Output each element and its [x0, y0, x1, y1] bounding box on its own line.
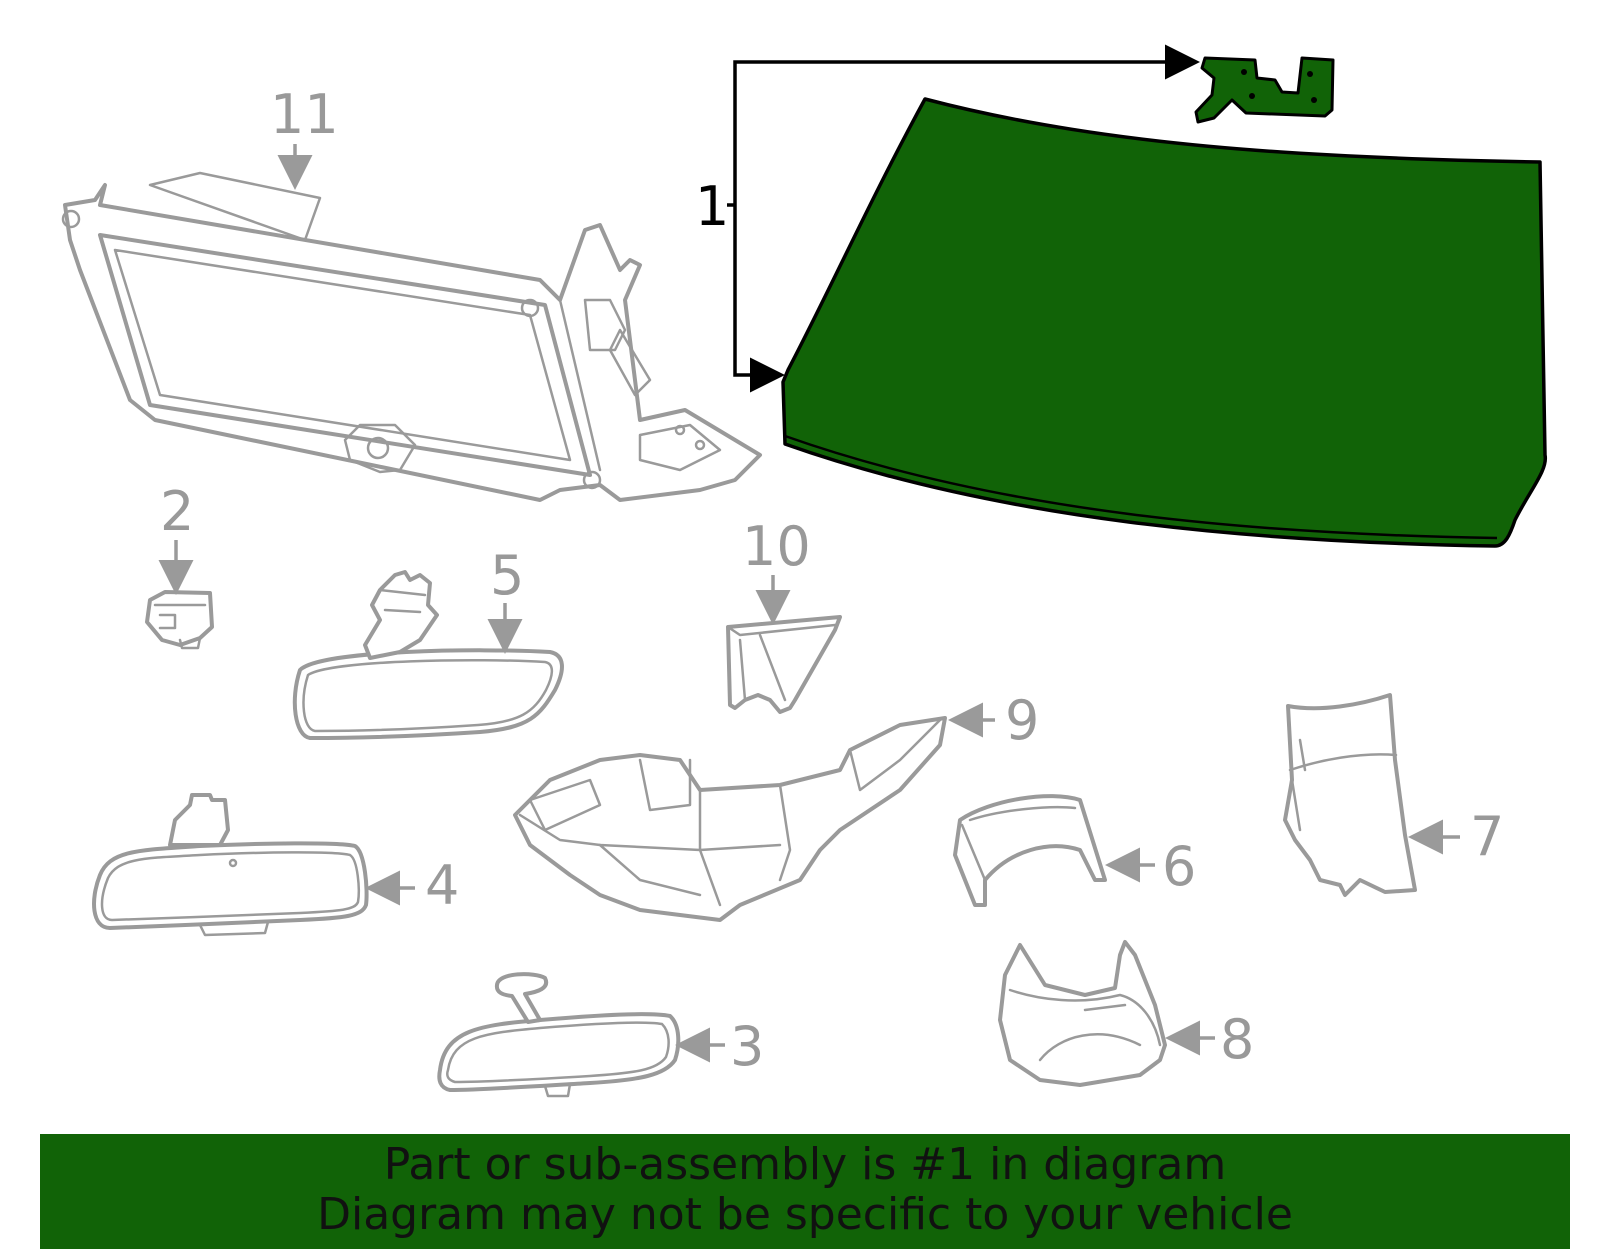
- cover-part-6[interactable]: [953, 794, 1107, 907]
- rearview-mirror-part-5[interactable]: [292, 570, 564, 740]
- windshield-bracket-part[interactable]: [1194, 56, 1335, 124]
- banner-line-2: Diagram may not be specific to your vehi…: [317, 1189, 1293, 1240]
- callout-3: 3: [730, 1015, 764, 1078]
- cover-part-9[interactable]: [513, 716, 947, 922]
- callout-2: 2: [160, 480, 194, 543]
- callout-5: 5: [490, 544, 524, 607]
- sensor-part-2[interactable]: [145, 590, 214, 650]
- camera-module-part-11[interactable]: [61, 171, 762, 502]
- callout-7: 7: [1470, 805, 1504, 868]
- callout-9: 9: [1005, 689, 1039, 752]
- trim-part-7[interactable]: [1283, 693, 1417, 897]
- callout-6: 6: [1162, 835, 1196, 898]
- callout-1-leader: [727, 44, 1200, 393]
- info-banner: Part or sub-assembly is #1 in diagram Di…: [40, 1134, 1570, 1249]
- rearview-mirror-part-3[interactable]: [437, 972, 681, 1098]
- callout-1: 1: [695, 175, 729, 238]
- cover-part-8[interactable]: [998, 940, 1167, 1087]
- bracket-part-10[interactable]: [726, 615, 842, 714]
- callout-4: 4: [425, 854, 459, 917]
- banner-line-1: Part or sub-assembly is #1 in diagram: [383, 1139, 1227, 1190]
- rearview-mirror-part-4[interactable]: [92, 793, 369, 937]
- callout-11: 11: [270, 83, 339, 146]
- callout-10: 10: [742, 515, 811, 578]
- windshield-part[interactable]: [781, 97, 1548, 548]
- callout-8: 8: [1220, 1008, 1254, 1071]
